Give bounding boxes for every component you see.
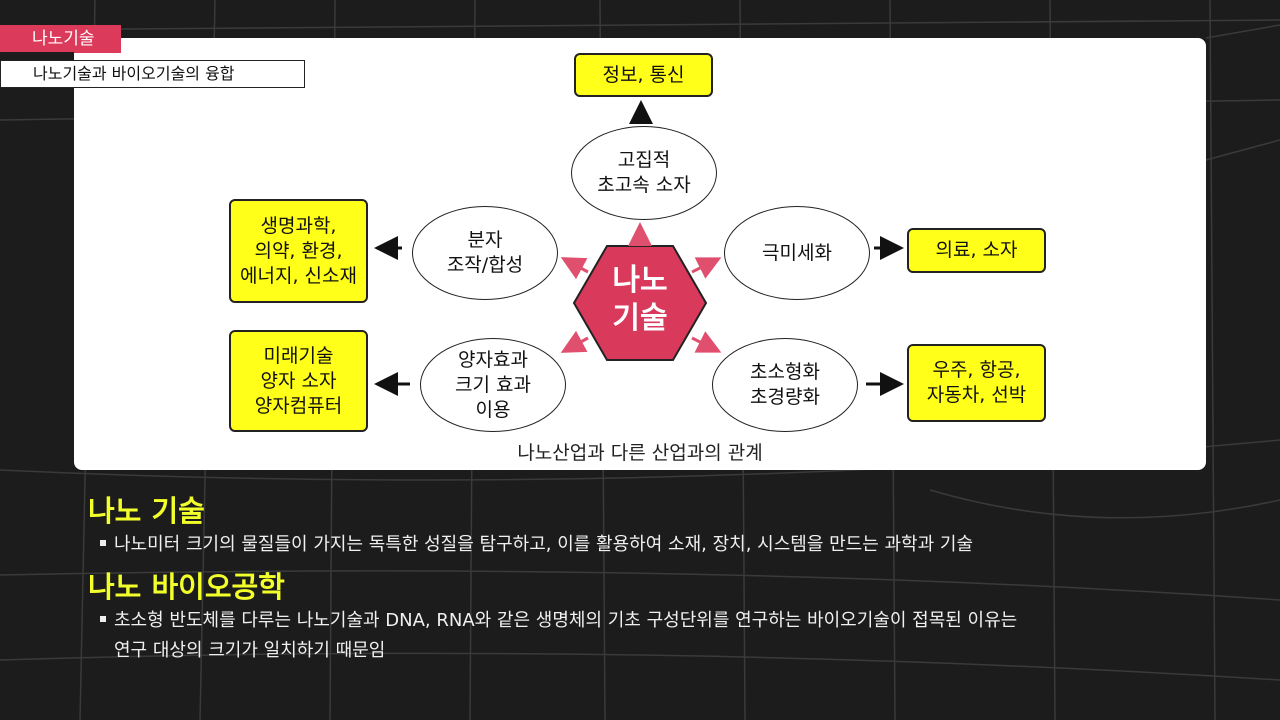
bullet-nanobio-continued: 연구 대상의 크기가 일치하기 때문임 bbox=[114, 640, 386, 661]
ellipse-top: 고집적 초고속 소자 bbox=[571, 126, 717, 220]
ellipse-left-upper: 분자 조작/합성 bbox=[412, 206, 558, 300]
center-label: 나노 기술 bbox=[612, 263, 668, 336]
section-title-nanobio: 나노 바이오공학 bbox=[88, 570, 285, 604]
section-title-nanotech: 나노 기술 bbox=[88, 494, 205, 528]
bullet-marker bbox=[100, 616, 106, 622]
page-subtitle: 나노기술과 바이오기술의 융합 bbox=[0, 60, 305, 88]
category-tag: 나노기술 bbox=[0, 25, 121, 53]
ellipse-right-upper: 극미세화 bbox=[724, 206, 870, 300]
bullet-text: 나노미터 크기의 물질들이 가지는 독특한 성질을 탐구하고, 이를 활용하여 … bbox=[114, 534, 974, 555]
bullet-text: 초소형 반도체를 다루는 나노기술과 DNA, RNA와 같은 생명체의 기초 … bbox=[114, 610, 1018, 631]
diagram-caption: 나노산업과 다른 산업과의 관계 bbox=[517, 442, 763, 464]
result-box-left-lower: 미래기술 양자 소자 양자컴퓨터 bbox=[229, 330, 368, 432]
bullet-marker bbox=[100, 540, 106, 546]
bullet-nanotech: 나노미터 크기의 물질들이 가지는 독특한 성질을 탐구하고, 이를 활용하여 … bbox=[100, 530, 973, 560]
ellipse-left-lower: 양자효과 크기 효과 이용 bbox=[420, 338, 566, 432]
center-hexagon bbox=[572, 245, 708, 361]
ellipse-right-lower: 초소형화 초경량화 bbox=[712, 338, 858, 432]
bullet-nanobio: 초소형 반도체를 다루는 나노기술과 DNA, RNA와 같은 생명체의 기초 … bbox=[100, 606, 1017, 636]
result-box-left-upper: 생명과학, 의약, 환경, 에너지, 신소재 bbox=[229, 199, 368, 303]
result-box-right-lower: 우주, 항공, 자동차, 선박 bbox=[907, 344, 1046, 422]
result-box-top: 정보, 통신 bbox=[574, 53, 713, 97]
result-box-right-upper: 의료, 소자 bbox=[907, 228, 1046, 273]
